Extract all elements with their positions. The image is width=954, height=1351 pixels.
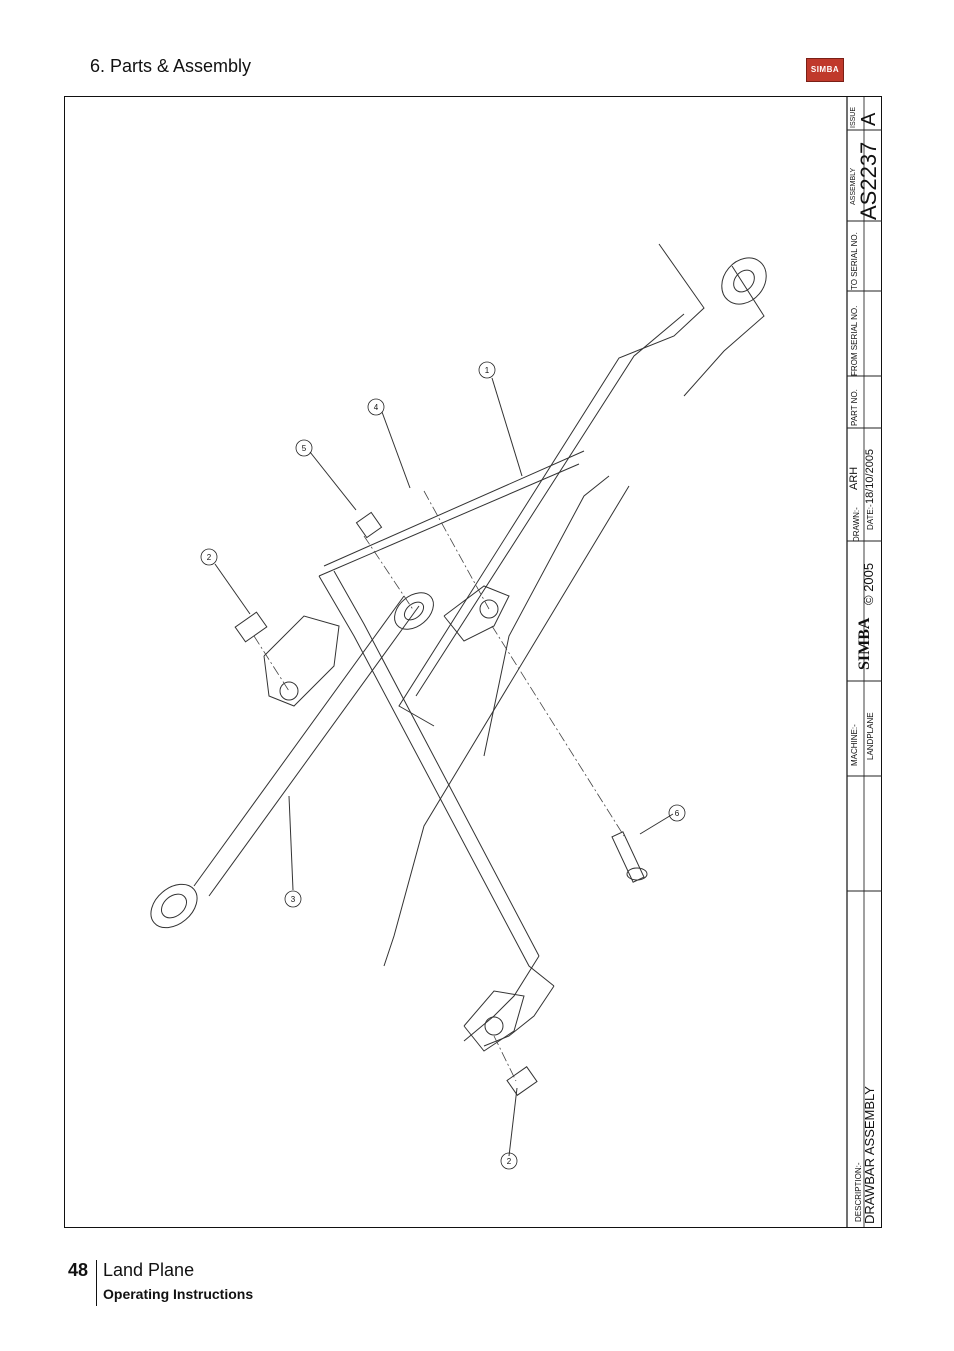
callout-3: 3 bbox=[291, 895, 296, 904]
machine-label: MACHINE:- bbox=[850, 724, 859, 766]
part-no-label: PART NO. bbox=[850, 389, 859, 426]
machine-value: LANDPLANE bbox=[866, 712, 875, 760]
title-block-brand: SIMBA bbox=[856, 617, 873, 670]
callout-4: 4 bbox=[374, 403, 379, 412]
brand-logo: SIMBA bbox=[806, 58, 844, 82]
page-header-title: 6. Parts & Assembly bbox=[90, 56, 252, 76]
drawbar-assembly-drawing: 1 4 5 2 6 3 2 bbox=[150, 96, 882, 1228]
footer-title: Land Plane bbox=[103, 1260, 195, 1280]
footer-separator bbox=[96, 1260, 97, 1306]
brand-logo-text: SIMBA bbox=[810, 65, 840, 74]
drawn-label: DRAWN:- bbox=[852, 507, 861, 542]
page-number: 48 bbox=[68, 1260, 89, 1280]
description-value: DRAWBAR ASSEMBLY bbox=[862, 1086, 877, 1224]
callout-1: 1 bbox=[485, 366, 490, 375]
callout-6: 6 bbox=[675, 809, 680, 818]
drawn-value: ARH bbox=[848, 466, 860, 490]
date-label: DATE:- bbox=[866, 504, 875, 530]
copyright: © 2005 bbox=[861, 562, 876, 605]
to-serial-label: TO SERIAL NO. bbox=[850, 232, 859, 290]
callout-5: 5 bbox=[302, 444, 307, 453]
drawing-frame bbox=[64, 96, 882, 1228]
callout-2-bottom: 2 bbox=[507, 1157, 512, 1166]
date-value: 18/10/2005 bbox=[864, 448, 876, 504]
assembly-number: AS2237 bbox=[856, 141, 881, 220]
footer-subtitle: Operating Instructions bbox=[103, 1286, 254, 1302]
issue-label: ISSUE bbox=[850, 106, 857, 128]
from-serial-label: FROM SERIAL NO. bbox=[850, 305, 859, 376]
callout-2-top: 2 bbox=[207, 553, 212, 562]
issue-value: A bbox=[858, 112, 880, 126]
